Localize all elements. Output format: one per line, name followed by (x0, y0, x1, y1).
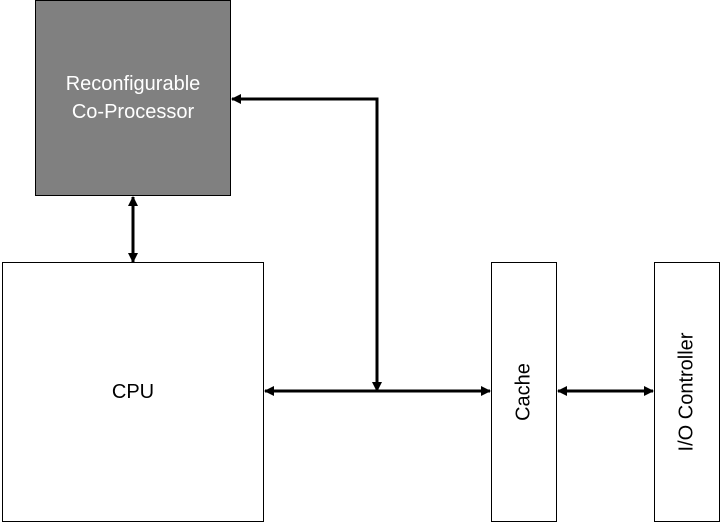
coprocessor-label-line1: Reconfigurable (65, 73, 201, 95)
cpu-block: CPU (2, 262, 264, 522)
cpu-label: CPU (111, 380, 155, 403)
coprocessor-label-line2: Co-Processor (71, 101, 195, 123)
cache-block: Cache (491, 262, 557, 522)
coprocessor-block: Reconfigurable Co-Processor (35, 0, 231, 196)
coprocessor-label: Reconfigurable Co-Processor (43, 70, 223, 126)
bus-coprocessor-link (231, 94, 382, 392)
